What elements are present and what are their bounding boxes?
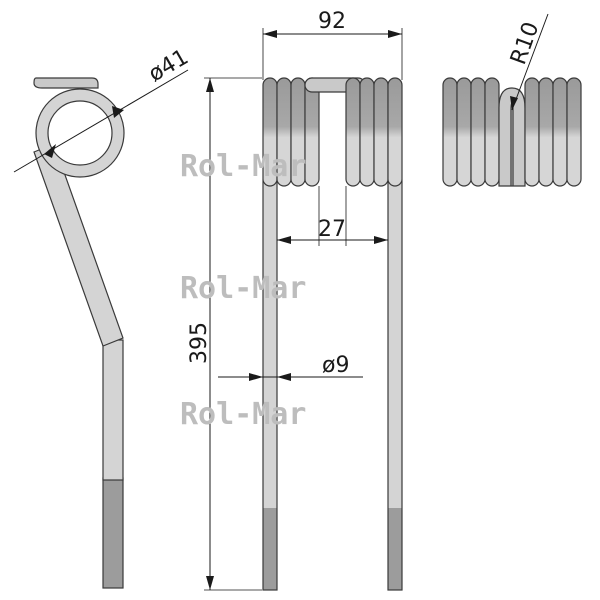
front-view-left-leg [262, 179, 278, 591]
front-view-left-coil [262, 77, 320, 187]
inner-gap-label: 27 [318, 217, 346, 242]
coil-detail-left [442, 77, 500, 187]
watermark: Rol-Mar [180, 271, 306, 306]
side-view-leg [102, 339, 124, 481]
side-view-hook [33, 77, 99, 89]
bend-radius-label: R10 [506, 19, 544, 68]
front-view-right-leg [387, 179, 403, 591]
wire-diameter-label: ø9 [322, 353, 349, 378]
coil-detail-right [524, 77, 582, 187]
side-view: ø41 [13, 45, 193, 589]
watermarks: Rol-Mar Rol-Mar Rol-Mar [180, 149, 306, 432]
side-view-tip [102, 477, 124, 589]
watermark: Rol-Mar [180, 397, 306, 432]
front-view: 92 27 395 ø9 [187, 9, 403, 591]
width-label: 92 [318, 9, 346, 34]
coil-detail-view: R10 [442, 13, 582, 187]
watermark: Rol-Mar [180, 149, 306, 184]
front-view-right-coil [345, 77, 403, 187]
length-label: 395 [187, 322, 212, 364]
